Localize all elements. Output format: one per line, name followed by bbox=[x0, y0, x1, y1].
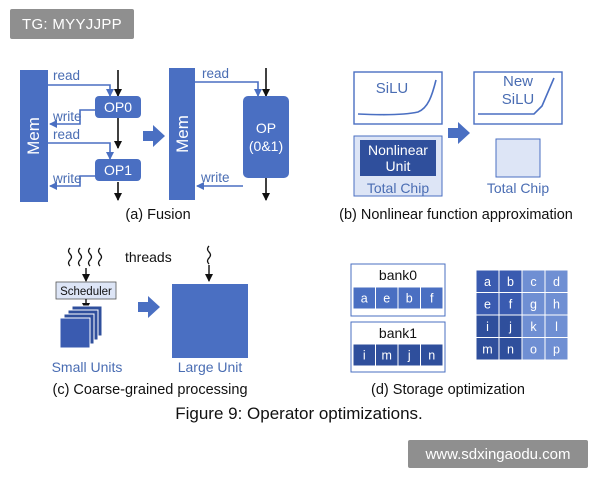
nonlinear-unit-line1: Nonlinear bbox=[368, 142, 428, 158]
storage-grid: a b c d e f g h i j k l m n o p bbox=[475, 269, 569, 361]
threads-label: threads bbox=[125, 249, 172, 265]
bank0-frame bbox=[350, 263, 446, 317]
nonlinear-panel: SiLU Nonlinear Unit Total Chip New SiLU … bbox=[339, 71, 573, 223]
fusion-transition-arrow bbox=[143, 125, 165, 147]
silu-label: SiLU bbox=[376, 80, 409, 97]
new-silu-plot bbox=[473, 71, 563, 125]
total-chip-right-label: Total Chip bbox=[487, 180, 549, 196]
grid-cell: n bbox=[507, 342, 514, 356]
bank1-label: bank1 bbox=[379, 325, 417, 341]
nonlinear-transition-arrow bbox=[448, 122, 470, 144]
op0-box bbox=[95, 96, 141, 118]
bank1-frame bbox=[350, 321, 446, 373]
fusion-panel: Mem OP0 OP1 read read write write Mem OP… bbox=[20, 66, 289, 223]
storage-caption: (d) Storage optimization bbox=[371, 382, 525, 398]
silu-curve bbox=[357, 79, 437, 116]
bank0-label: bank0 bbox=[379, 267, 417, 283]
coarse-transition-arrow bbox=[138, 296, 160, 318]
nonlinear-unit-line2: Unit bbox=[386, 158, 411, 174]
bank0-cell-bg bbox=[420, 286, 444, 310]
watermark-tag: TG: MYYJJPP bbox=[10, 9, 134, 39]
mem-block-right bbox=[169, 68, 195, 200]
read-label-1: read bbox=[53, 68, 80, 83]
new-silu-label-line1: New bbox=[503, 73, 533, 90]
small-units-label: Small Units bbox=[52, 359, 123, 375]
grid-cell: e bbox=[484, 297, 491, 311]
op1-label: OP1 bbox=[104, 162, 132, 178]
op-fused-label-line1: OP bbox=[256, 120, 276, 136]
grid-cell: b bbox=[507, 275, 514, 289]
grid-cell: j bbox=[508, 320, 512, 334]
grid-cell: c bbox=[530, 275, 536, 289]
bank1-cell: n bbox=[428, 349, 435, 363]
silu-plot bbox=[353, 71, 443, 125]
coarse-caption: (c) Coarse-grained processing bbox=[52, 382, 247, 398]
op1-box bbox=[95, 159, 141, 181]
read-label-3: read bbox=[202, 66, 229, 81]
grid-cell: g bbox=[530, 297, 537, 311]
write-label-3: write bbox=[200, 170, 230, 185]
new-silu-label-line2: SiLU bbox=[502, 91, 535, 108]
bank0-cell: e bbox=[383, 292, 390, 306]
grid-cell: i bbox=[486, 320, 489, 334]
grid-cell: h bbox=[553, 297, 560, 311]
total-chip-right bbox=[495, 138, 541, 178]
grid-cell: o bbox=[530, 342, 537, 356]
write-label-1: write bbox=[52, 109, 82, 124]
grid-cell: l bbox=[555, 320, 558, 334]
op-fused-box bbox=[243, 96, 289, 178]
grid-cell: k bbox=[530, 320, 537, 334]
total-chip-left-label: Total Chip bbox=[367, 180, 429, 196]
figure-title: Figure 9: Operator optimizations. bbox=[175, 404, 423, 423]
grid-cell: a bbox=[484, 275, 491, 289]
watermark-url: www.sdxingaodu.com bbox=[408, 440, 588, 468]
bank1-cell: j bbox=[407, 349, 411, 363]
bank1-cell: m bbox=[382, 349, 392, 363]
large-unit-box bbox=[172, 284, 248, 358]
small-units-stack bbox=[59, 305, 103, 349]
thread-squiggles bbox=[67, 245, 212, 267]
bank1-cell-bg bbox=[420, 343, 444, 367]
grid-cell-bg bbox=[544, 337, 569, 361]
large-unit-label: Large Unit bbox=[178, 359, 243, 375]
bank0-cell: b bbox=[406, 292, 413, 306]
op-fused-label-line2: (0&1) bbox=[249, 138, 283, 154]
grid-cell: d bbox=[553, 275, 560, 289]
new-silu-curve bbox=[478, 77, 555, 115]
fusion-caption: (a) Fusion bbox=[125, 207, 190, 223]
bank0-cell: a bbox=[361, 292, 368, 306]
grid-cell: p bbox=[553, 342, 560, 356]
coarse-panel: threads Scheduler Small Units Large Unit… bbox=[52, 245, 248, 398]
grid-cell: f bbox=[509, 297, 513, 311]
bank0-cell: f bbox=[430, 292, 434, 306]
scheduler-label: Scheduler bbox=[60, 286, 112, 298]
mem-block-left bbox=[20, 70, 48, 202]
write-label-2: write bbox=[52, 171, 82, 186]
nonlinear-caption: (b) Nonlinear function approximation bbox=[339, 207, 573, 223]
mem-label-right: Mem bbox=[173, 115, 192, 153]
nonlinear-unit bbox=[360, 140, 436, 176]
read-label-2: read bbox=[53, 127, 80, 142]
mem-label-left: Mem bbox=[24, 117, 43, 155]
op0-label: OP0 bbox=[104, 99, 132, 115]
bank1-cell: i bbox=[363, 349, 366, 363]
grid-cell: m bbox=[482, 342, 492, 356]
